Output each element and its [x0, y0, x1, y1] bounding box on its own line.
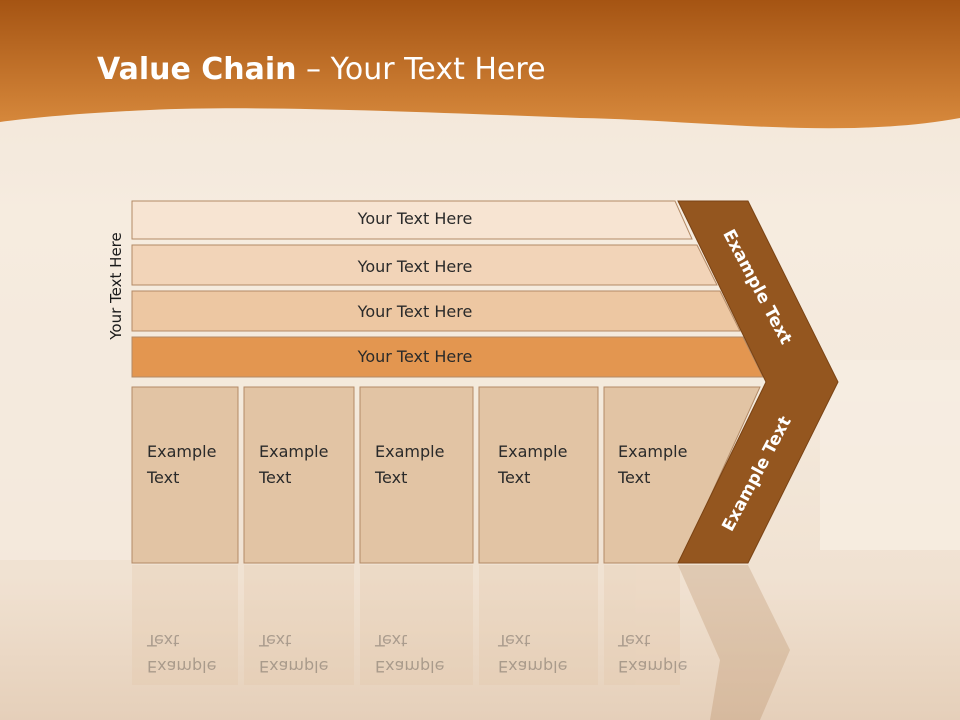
column-label-5: Example Text: [618, 442, 688, 487]
title-rest: – Your Text Here: [296, 52, 546, 87]
row-label-1: Your Text Here: [357, 209, 473, 228]
background-floor: [0, 600, 960, 720]
chevron-arrow: [677, 200, 839, 564]
row-4-shape: [131, 336, 764, 378]
labels-reflection: Example Text Example Text Example Text E…: [0, 565, 960, 720]
column-label-1: Example Text: [147, 442, 217, 487]
column-label-1-reflection: Example Text: [147, 631, 217, 676]
column-label-2: Example Text: [259, 442, 329, 487]
column-2-shape: [243, 386, 355, 564]
column-label-3-reflection: Example Text: [375, 631, 445, 676]
background-sofa-right: [820, 360, 960, 550]
column-4-shape: [478, 386, 599, 564]
page-title: Value Chain – Your Text Here: [97, 52, 546, 87]
title-bold: Value Chain: [97, 52, 297, 87]
column-label-4-reflection: Example Text: [498, 631, 568, 676]
background-sofa-left: [0, 330, 140, 560]
chevron-arrow-reflection: [678, 565, 790, 720]
column-label-5-reflection: Example Text: [618, 631, 688, 676]
column-3-shape: [359, 386, 474, 564]
column-label-2-reflection: Example Text: [259, 631, 329, 676]
title-banner: [0, 0, 960, 129]
row-3-shape: [131, 290, 741, 332]
column-1-shape: [131, 386, 239, 564]
column-label-3: Example Text: [375, 442, 445, 487]
row-label-3: Your Text Here: [357, 302, 473, 321]
row-1-shape: [131, 200, 693, 240]
row-label-4: Your Text Here: [357, 347, 473, 366]
row-2-shape: [131, 244, 718, 286]
row-label-2: Your Text Here: [357, 257, 473, 276]
column-label-4: Example Text: [498, 442, 568, 487]
columns-reflection: [132, 565, 680, 685]
